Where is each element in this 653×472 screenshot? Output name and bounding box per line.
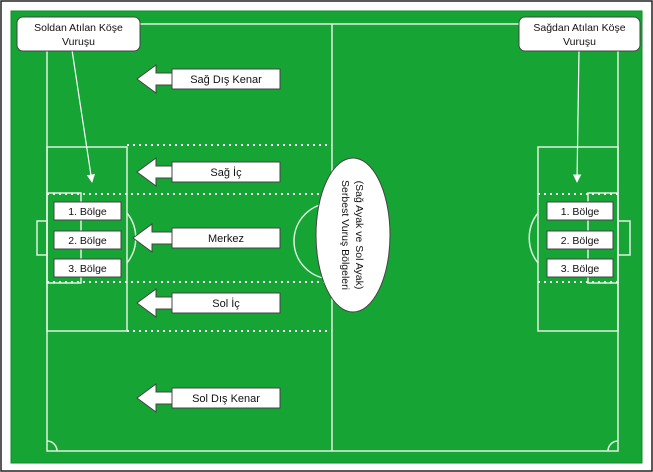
corner-arc-bottom-right xyxy=(607,440,619,452)
zone-label-right-2: 2. Bölge xyxy=(561,235,600,247)
zone-box-left-1 xyxy=(53,201,122,221)
zone-label-left-1: 1. Bölge xyxy=(68,206,107,218)
zone-label-right-1: 1. Bölge xyxy=(561,206,600,218)
zone-label-left-3: 3. Bölge xyxy=(68,263,107,275)
zone-box-right-1 xyxy=(546,201,614,221)
zone-box-left-3 xyxy=(53,258,122,278)
lane-label-right-inside-text: Sağ İç xyxy=(210,166,242,179)
pointer-line-icon xyxy=(71,49,96,183)
lane-label-left-wing-text: Sol Dış Kenar xyxy=(192,393,260,405)
left-goal xyxy=(36,220,48,256)
lane-label-right-wing: Sağ Dış Kenar xyxy=(171,68,281,90)
corner-label-left-line1: Soldan Atılan Köşe xyxy=(34,22,123,34)
lane-label-right-wing-text: Sağ Dış Kenar xyxy=(190,74,262,86)
zone-label-left-2: 2. Bölge xyxy=(68,235,107,247)
right-goal xyxy=(617,220,631,256)
center-circle-arc xyxy=(293,202,333,280)
corner-label-right-line1: Sağdan Atılan Köşe xyxy=(533,22,625,34)
lane-label-right-inside: Sağ İç xyxy=(171,161,281,183)
free-kick-zone-label: (Sağ Ayak ve Sol Ayak) Serbest Vuruş Böl… xyxy=(315,157,391,313)
corner-label-right-line2: Vuruşu xyxy=(563,36,596,48)
zone-box-right-3 xyxy=(546,258,614,278)
lane-label-center-text: Merkez xyxy=(208,233,244,245)
lane-label-left-wing: Sol Dış Kenar xyxy=(171,387,281,409)
free-kick-label-line2: Serbest Vuruş Bölgeleri xyxy=(339,180,351,290)
right-penalty-arc xyxy=(528,212,539,264)
zones-left: 1. Bölge 2. Bölge 3. Bölge xyxy=(53,201,122,278)
lane-label-center: Merkez xyxy=(171,227,281,249)
corner-label-right: Sağdan Atılan Köşe Vuruşu xyxy=(518,16,641,52)
zone-box-left-2 xyxy=(53,230,122,250)
lane-dividers xyxy=(47,144,618,332)
corner-pointers xyxy=(71,49,582,183)
lane-arrows xyxy=(132,64,173,413)
zones-right: 1. Bölge 2. Bölge 3. Bölge xyxy=(546,201,614,278)
lane-label-left-inside-text: Sol İç xyxy=(212,297,240,310)
lane-label-left-inside: Sol İç xyxy=(171,292,281,314)
zone-box-right-2 xyxy=(546,230,614,250)
free-kick-label-line1: (Sağ Ayak ve Sol Ayak) xyxy=(353,181,365,290)
corner-label-left-line2: Vuruşu xyxy=(62,36,95,48)
corner-label-left: Soldan Atılan Köşe Vuruşu xyxy=(16,16,141,52)
zone-label-right-3: 3. Bölge xyxy=(561,263,600,275)
corner-arc-bottom-left xyxy=(46,440,58,452)
pointer-line-icon xyxy=(572,49,582,183)
